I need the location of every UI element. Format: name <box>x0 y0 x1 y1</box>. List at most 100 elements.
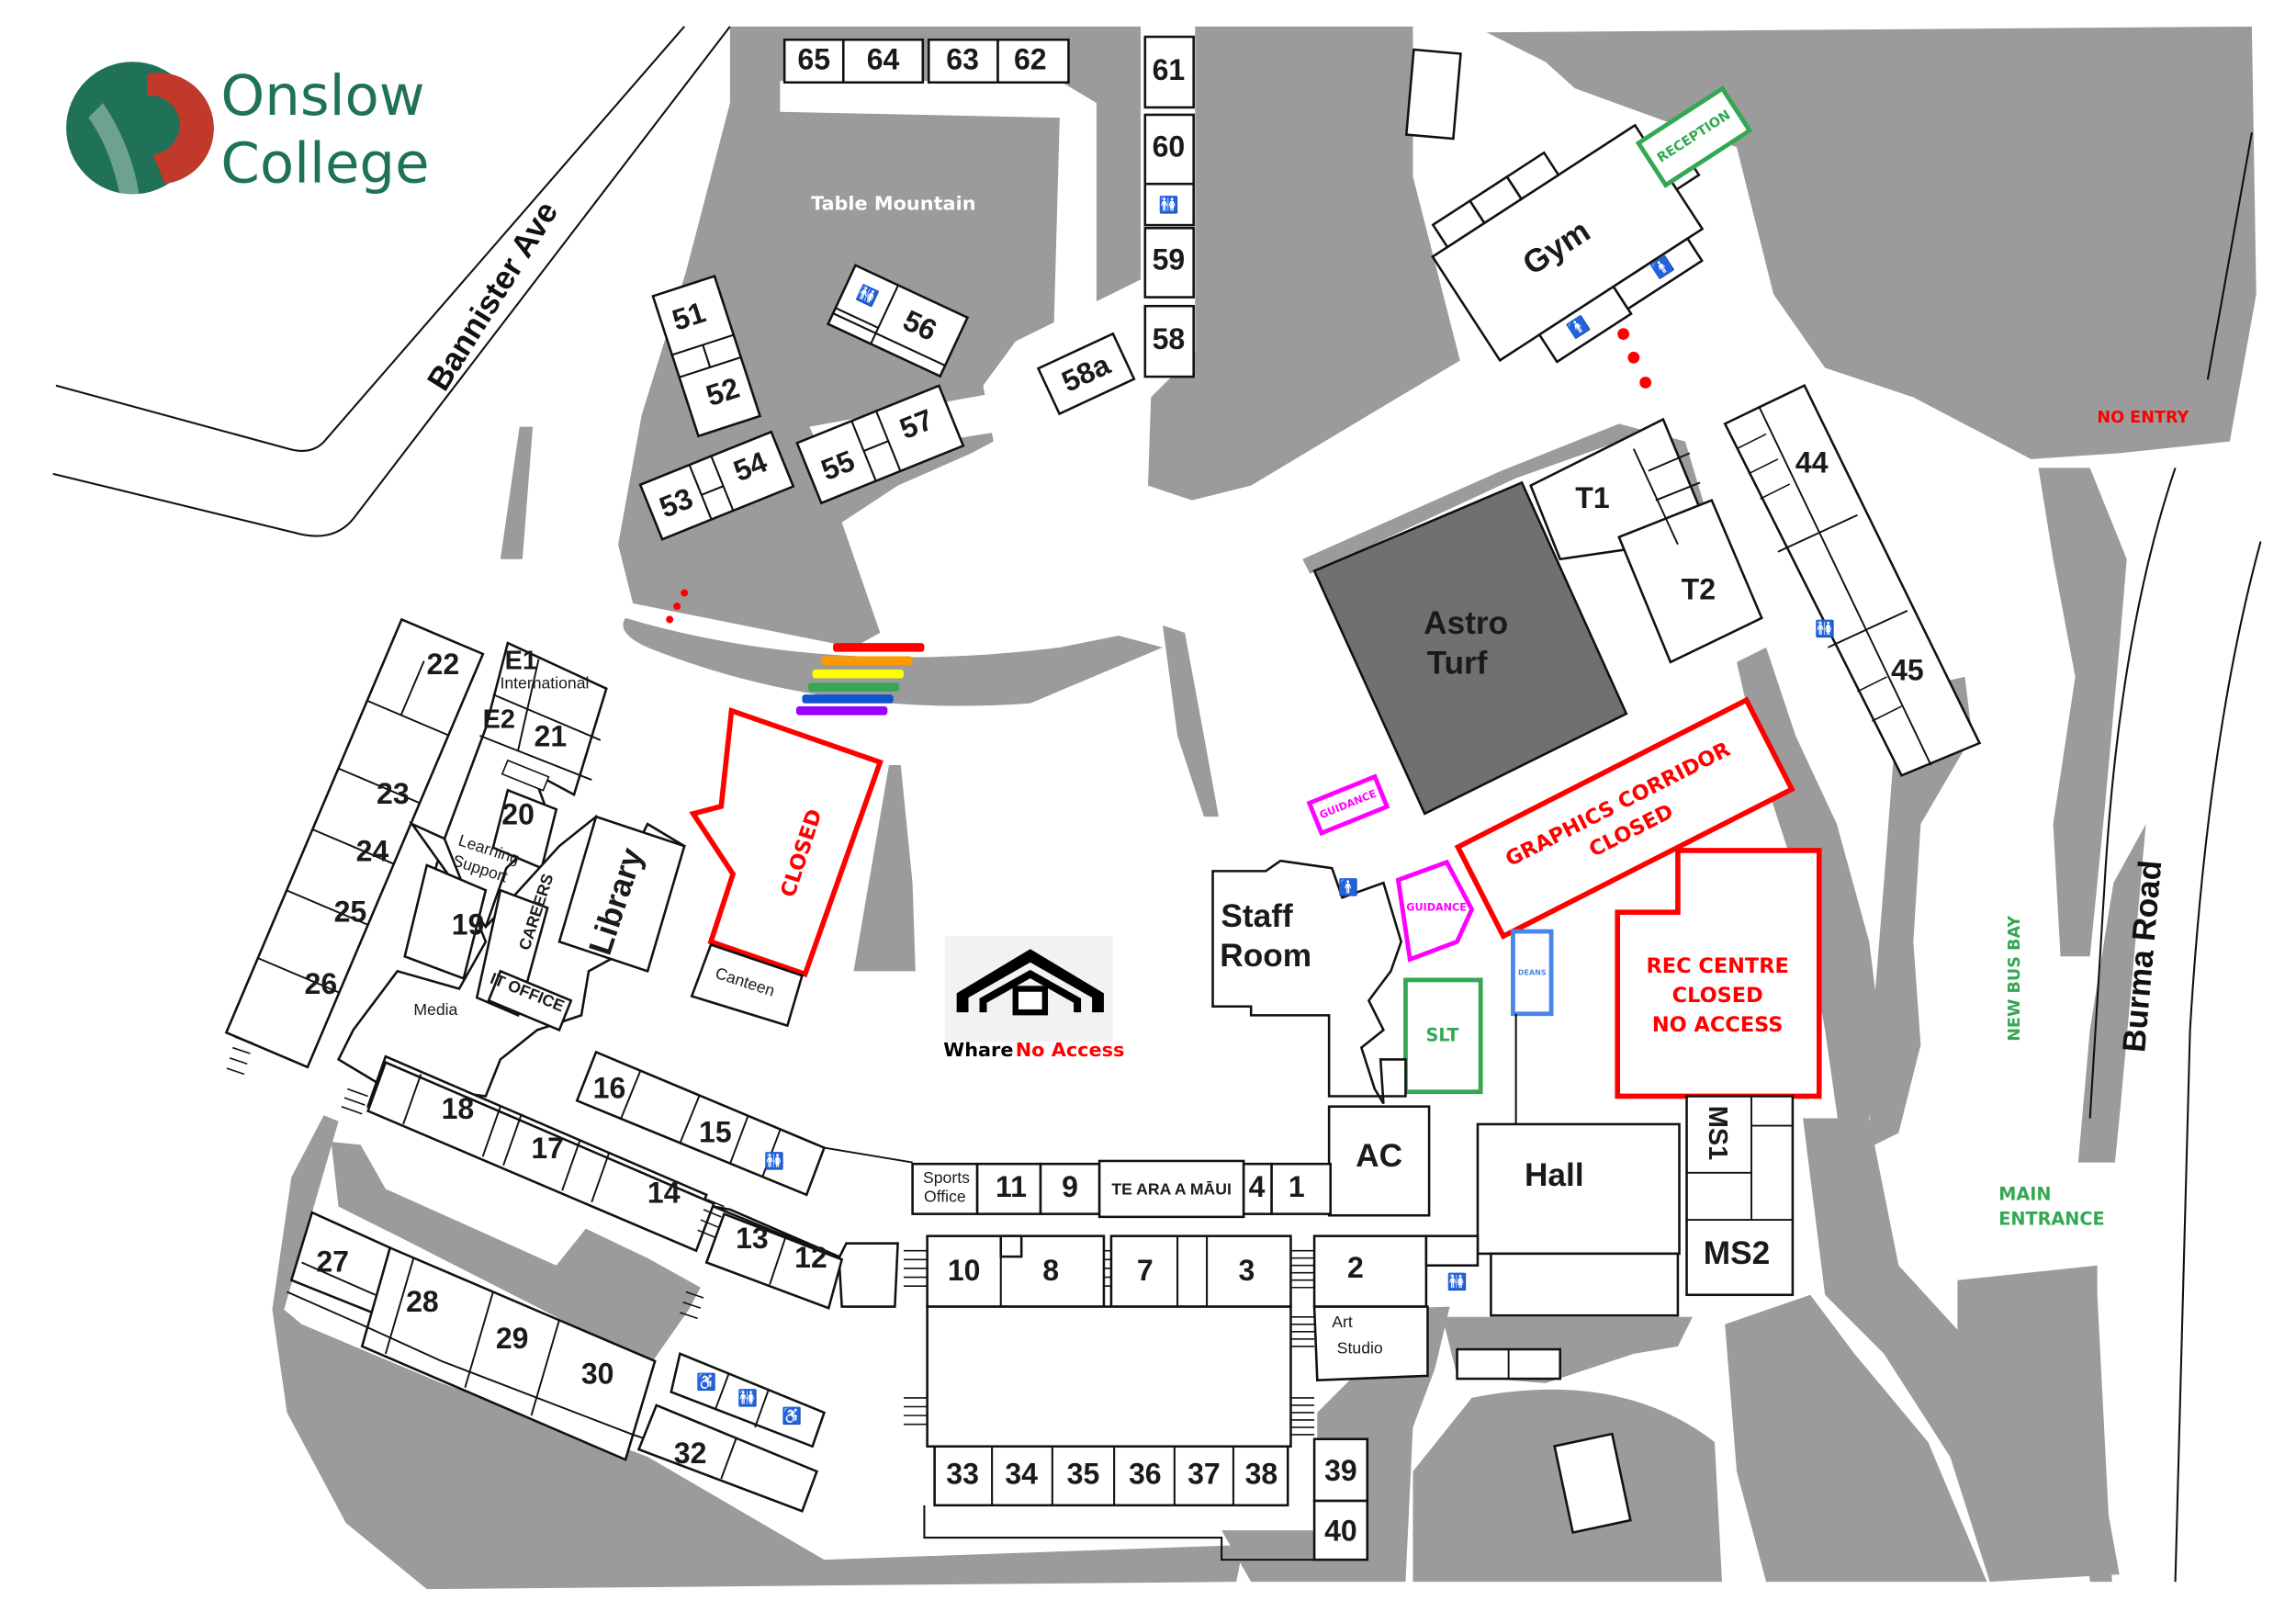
building-56: 🚻 56 <box>826 264 970 378</box>
building-27-30: 27 28 29 30 <box>287 1211 766 1480</box>
whare-status: No Access <box>1016 1039 1125 1061</box>
area-ac: AC <box>1356 1138 1402 1174</box>
building-t1-t2: T1 T2 <box>1529 417 1763 664</box>
building-row-2-10: 10 8 7 3 2 🚻 <box>903 1234 1480 1436</box>
rec-centre-closed: REC CENTRE CLOSED NO ACCESS <box>1615 848 1822 1099</box>
area-astro-line1: Astro <box>1424 605 1508 641</box>
room-24: 24 <box>356 835 389 868</box>
building-32: ♿ 🚻 ♿ 32 <box>636 1352 827 1513</box>
room-e2: E2 <box>483 705 515 735</box>
room-21: 21 <box>535 720 568 753</box>
closed-building: CLOSED Canteen <box>689 706 884 1028</box>
building-row-33-40: 33 34 35 36 37 38 39 40 <box>923 1305 1369 1561</box>
building-12-13: 13 12 <box>680 1198 899 1320</box>
whare: Whare No Access <box>943 935 1125 1061</box>
room-14: 14 <box>647 1176 681 1209</box>
room-26: 26 <box>305 967 338 1000</box>
whare-name: Whare <box>943 1039 1013 1061</box>
area-international: International <box>500 674 589 693</box>
room-25: 25 <box>334 895 367 928</box>
room-64: 64 <box>867 43 900 76</box>
room-3: 3 <box>1238 1254 1255 1287</box>
guidance-marker-upper[interactable]: GUIDANCE <box>1306 773 1390 837</box>
room-60: 60 <box>1153 130 1186 163</box>
main-entrance-line1: MAIN <box>1998 1183 2051 1204</box>
room-15: 15 <box>699 1116 732 1149</box>
room-37: 37 <box>1187 1457 1221 1490</box>
area-staff-line2: Room <box>1220 938 1311 974</box>
restroom-icon: 🚻 <box>1447 1273 1468 1291</box>
restroom-icon: 🚹 <box>1338 878 1358 896</box>
building-53-54: 53 54 <box>638 430 795 541</box>
road-label-bannister: Bannister Ave <box>421 196 565 397</box>
rec-label-line1: REC CENTRE <box>1647 954 1789 978</box>
building-gym: Gym 🚹 🚹 <box>1404 48 1705 364</box>
room-65: 65 <box>797 43 830 76</box>
building-14-18: 18 17 14 <box>366 1054 715 1253</box>
room-27: 27 <box>316 1245 349 1279</box>
room-58: 58 <box>1153 322 1186 355</box>
restroom-icon: 🚻 <box>737 1389 758 1407</box>
room-22: 22 <box>427 648 460 681</box>
room-61: 61 <box>1153 53 1186 86</box>
brand-name-line1: Onslow <box>220 63 424 129</box>
room-ms2: MS2 <box>1704 1235 1770 1271</box>
room-29: 29 <box>496 1322 529 1355</box>
area-astro-line2: Turf <box>1427 645 1488 681</box>
accessible-path-dots <box>666 328 1652 624</box>
brand-name-line2: College <box>220 131 429 197</box>
building-art-studio: Art Studio <box>1312 1305 1429 1382</box>
building-staff-room: Staff Room 🚹 <box>1211 859 1407 1105</box>
room-7: 7 <box>1137 1254 1154 1287</box>
room-30: 30 <box>581 1357 614 1390</box>
building-15-16: 16 15 🚻 <box>575 1050 913 1197</box>
onslow-college-logo: Onslow College <box>66 62 430 199</box>
building-44-45: 44 45 🚻 <box>1723 384 1982 777</box>
new-bus-bay-label: NEW BUS BAY <box>2006 916 2024 1042</box>
area-sports-line2: Office <box>924 1188 966 1206</box>
restroom-icon: 🚻 <box>1158 196 1178 214</box>
room-36: 36 <box>1129 1457 1162 1490</box>
room-18: 18 <box>442 1092 475 1125</box>
room-34: 34 <box>1005 1457 1038 1490</box>
area-staff-line1: Staff <box>1221 898 1293 934</box>
astro-turf: Astro Turf <box>1312 480 1628 816</box>
room-23: 23 <box>377 777 410 810</box>
area-art-line2: Studio <box>1337 1339 1383 1358</box>
guidance-marker-lower[interactable]: GUIDANCE <box>1395 859 1475 963</box>
building-ms: MS1 MS2 <box>1685 1095 1795 1297</box>
deans-marker[interactable]: DEANS <box>1511 929 1554 1017</box>
room-t2: T2 <box>1682 572 1716 605</box>
room-28: 28 <box>406 1285 439 1318</box>
room-10: 10 <box>948 1254 981 1287</box>
rec-label-line3: NO ACCESS <box>1652 1013 1784 1037</box>
room-13: 13 <box>736 1222 769 1255</box>
building-column-58-61: 61 60 🚻 59 58 <box>1143 35 1195 378</box>
building-corridor-1-11: Sports Office 11 9 TE ARA A MĀUI 4 1 <box>911 1159 1332 1219</box>
room-t1: T1 <box>1575 481 1609 514</box>
slt-marker[interactable]: SLT <box>1403 977 1483 1095</box>
room-59: 59 <box>1153 243 1186 276</box>
room-2: 2 <box>1347 1251 1364 1284</box>
area-art-line1: Art <box>1332 1313 1353 1331</box>
slt-label: SLT <box>1425 1024 1458 1045</box>
building-e-block: E1 International E2 21 20 Learning Suppo… <box>336 641 687 1098</box>
building-58a: 58a <box>1036 332 1136 416</box>
room-45: 45 <box>1891 654 1924 687</box>
guidance-label: GUIDANCE <box>1406 901 1467 913</box>
room-9: 9 <box>1062 1170 1078 1203</box>
area-table-mountain: Table Mountain <box>811 193 976 215</box>
room-39: 39 <box>1324 1454 1357 1487</box>
building-top-row: 65 64 63 62 <box>782 38 1070 84</box>
area-media: Media <box>413 1000 457 1019</box>
room-12: 12 <box>794 1241 827 1274</box>
main-entrance-line2: ENTRANCE <box>1998 1209 2104 1230</box>
accessible-restroom-icon: ♿ <box>696 1373 716 1392</box>
no-entry-label: NO ENTRY <box>2097 409 2189 427</box>
room-16: 16 <box>593 1072 626 1105</box>
accessible-restroom-icon: ♿ <box>782 1406 802 1425</box>
room-44: 44 <box>1795 446 1829 479</box>
room-32: 32 <box>674 1437 707 1470</box>
room-1: 1 <box>1289 1170 1305 1203</box>
